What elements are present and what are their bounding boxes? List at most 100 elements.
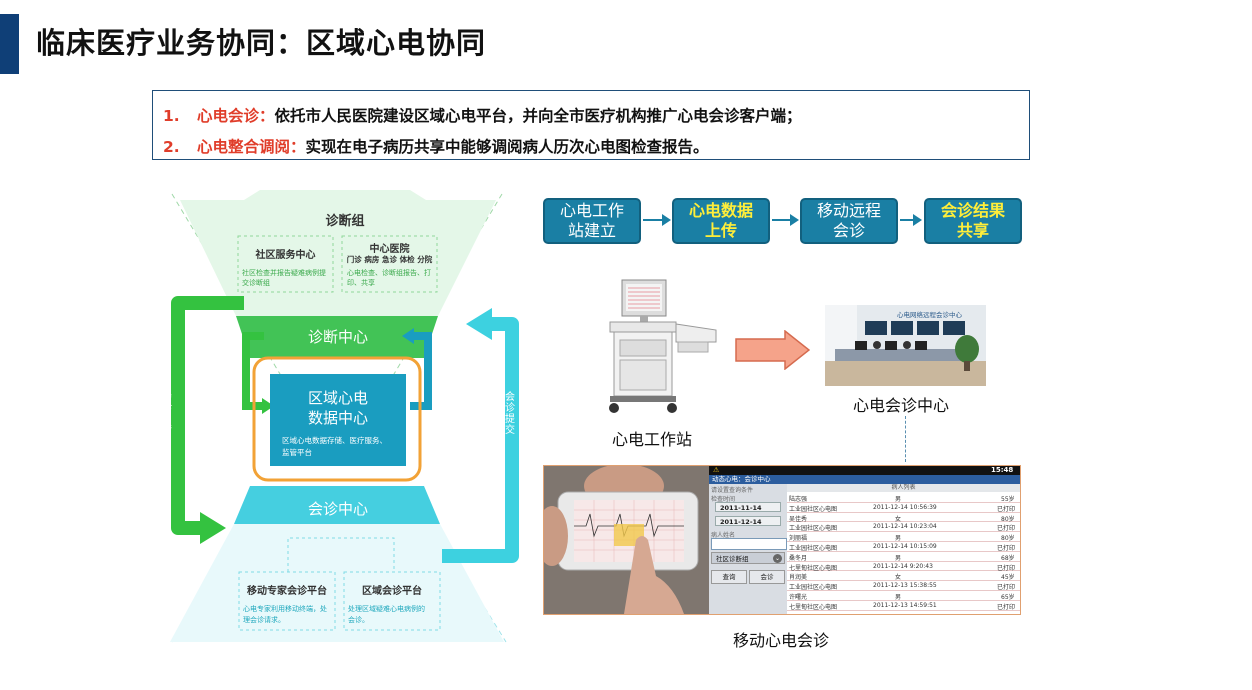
cell-name: 陆志强 xyxy=(789,496,808,503)
sidebar-header: 请设置查询条件 xyxy=(711,487,754,494)
cell-place: 工业园社区心电图 xyxy=(789,505,838,513)
consult-center-photo: 心电网络远程会诊中心 xyxy=(825,305,986,386)
phone-app-screen: ⚠ 15:48 动态心电：会诊中心 请设置查询条件 检查时间 2011-11-1… xyxy=(709,466,1020,614)
check-time-label: 检查时间 xyxy=(711,496,736,503)
flow-step-1-line-2: 站建立 xyxy=(567,221,616,240)
table-row[interactable]: 肖润美 女 45岁 xyxy=(787,571,1020,581)
data-center-title: 区域心电 数据中心 xyxy=(270,388,406,428)
mobile-caption: 移动心电会诊 xyxy=(733,631,830,650)
group-select[interactable]: 社区诊断组 ⌄ xyxy=(711,552,785,564)
table-row[interactable]: 七里甸社区心电图 2011-12-14 9:20:43 已打印 xyxy=(787,562,1020,572)
cell-sex: 男 xyxy=(895,594,902,601)
flow-step-4-line-2: 共享 xyxy=(956,221,989,240)
cell-time: 2011-12-14 10:23:04 xyxy=(873,523,937,531)
cell-age: 45岁 xyxy=(1001,574,1015,582)
flow-step-2-line-2: 上传 xyxy=(704,221,737,240)
cell-name: 许曙光 xyxy=(789,594,808,601)
flow-step-1: 心电工作站建立 xyxy=(543,198,641,244)
cell-status: 已打印 xyxy=(997,564,1016,572)
point-text: 实现在电子病历共享中能够调阅病人历次心电图检查报告。 xyxy=(305,138,709,156)
central-hospital-desc-1: 心电检查、诊断组报告、打 xyxy=(347,269,431,277)
cell-time: 2011-12-13 14:59:51 xyxy=(873,601,937,609)
cell-time: 2011-12-14 9:20:43 xyxy=(873,562,933,570)
central-hospital-desc-2: 印、共享 xyxy=(347,279,375,287)
mobile-platform-desc-2: 理会诊请求。 xyxy=(243,616,285,624)
cell-status: 已打印 xyxy=(997,525,1016,533)
data-center-title-line-1: 区域心电 xyxy=(307,389,368,407)
data-center-title-line-2: 数据中心 xyxy=(307,409,368,427)
mobile-platform-title: 移动专家会诊平台 xyxy=(247,586,327,597)
summary-box: 1.心电会诊：依托市人民医院建设区域心电平台，并向全市医疗机构推广心电会诊客户端… xyxy=(152,90,1030,160)
cell-name: 刘丽福 xyxy=(789,535,808,543)
consult-submit-label: 会诊提交 xyxy=(505,392,515,436)
table-row[interactable]: 七里甸社区心电图 2011-12-13 14:59:51 已打印 xyxy=(787,601,1020,611)
consult-center-sign: 心电网络远程会诊中心 xyxy=(897,311,962,319)
right-arrow-icon xyxy=(735,329,811,371)
table-row[interactable]: 工业园社区心电图 2011-12-14 10:56:39 已打印 xyxy=(787,503,1020,513)
cell-age: 65岁 xyxy=(1001,594,1015,601)
consult-button[interactable]: 会诊 xyxy=(749,570,785,584)
community-center-desc-1: 社区检查并报告疑难病例提 xyxy=(242,269,326,277)
cell-time: 2011-12-13 15:38:55 xyxy=(873,582,937,590)
regional-platform-desc-2: 会诊。 xyxy=(348,616,369,624)
central-hospital-title: 中心医院 xyxy=(369,244,410,255)
date-from-field[interactable]: 2011-11-14 xyxy=(715,502,781,512)
flow-arrow-icon xyxy=(772,214,799,226)
regional-ecg-diagram: 诊断组 社区服务中心 社区检查并报告疑难病例提 交诊断组 中心医院 门诊 病房 … xyxy=(160,186,530,648)
consult-request-label: 会诊申请 xyxy=(162,392,172,436)
cell-status: 已打印 xyxy=(997,505,1016,513)
diagnosis-group-label: 诊断组 xyxy=(325,214,365,229)
consult-center-label: 会诊中心 xyxy=(307,500,368,518)
flow-step-3-line-1: 移动远程 xyxy=(816,201,881,220)
flow-arrow-icon xyxy=(643,214,671,226)
page-title: 临床医疗业务协同：区域心电协同 xyxy=(36,26,487,60)
cell-place: 七里甸社区心电图 xyxy=(789,603,838,611)
query-sidebar: 请设置查询条件 检查时间 2011-11-14 2011-12-14 病人姓名 … xyxy=(709,484,787,614)
flow-step-3: 移动远程会诊 xyxy=(800,198,898,244)
summary-point-1: 1.心电会诊：依托市人民医院建设区域心电平台，并向全市医疗机构推广心电会诊客户端… xyxy=(163,104,802,126)
cell-age: 80岁 xyxy=(1001,535,1015,543)
cell-sex: 男 xyxy=(895,554,902,562)
ecg-workstation-image xyxy=(598,278,724,418)
list-header: 病人列表 xyxy=(787,484,1020,492)
cell-name: 桑冬月 xyxy=(789,554,808,562)
point-number: 1. xyxy=(163,107,180,125)
flow-step-3-line-2: 会诊 xyxy=(832,221,865,240)
summary-point-2: 2. 心电整合调阅：实现在电子病历共享中能够调阅病人历次心电图检查报告。 xyxy=(163,135,709,157)
data-center-desc-2: 监管平台 xyxy=(282,448,312,457)
cell-name: 肖润美 xyxy=(789,574,808,582)
community-center-desc-2: 交诊断组 xyxy=(242,279,270,287)
workstation-caption: 心电工作站 xyxy=(612,430,693,449)
cell-sex: 女 xyxy=(895,574,902,582)
cell-status: 已打印 xyxy=(997,584,1016,592)
diagram-graphics xyxy=(170,190,519,643)
point-number: 2. xyxy=(163,138,180,156)
cell-status: 已打印 xyxy=(997,603,1016,611)
cell-time: 2011-12-14 10:56:39 xyxy=(873,503,937,511)
dashed-connector xyxy=(905,416,906,462)
patient-name-input[interactable] xyxy=(711,538,787,550)
community-center-title: 社区服务中心 xyxy=(255,250,316,261)
mobile-platform-desc-1: 心电专家利用移动终端，处 xyxy=(243,605,327,613)
cell-place: 七里甸社区心电图 xyxy=(789,564,838,572)
table-row[interactable]: 许曙光 男 65岁 xyxy=(787,591,1020,601)
data-center-desc-1: 区域心电数据存储、医疗服务、 xyxy=(282,436,387,445)
cell-status: 已打印 xyxy=(997,545,1016,552)
date-to-field[interactable]: 2011-12-14 xyxy=(715,516,781,526)
point-key: 心电整合调阅： xyxy=(197,138,306,156)
regional-platform-desc-1: 处理区域疑难心电病例的 xyxy=(348,605,425,613)
flow-step-4: 会诊结果共享 xyxy=(924,198,1022,244)
cell-sex: 男 xyxy=(895,496,902,503)
regional-platform-title: 区域会诊平台 xyxy=(362,586,422,597)
query-button[interactable]: 查询 xyxy=(711,570,747,584)
flow-step-2: 心电数据上传 xyxy=(672,198,770,244)
